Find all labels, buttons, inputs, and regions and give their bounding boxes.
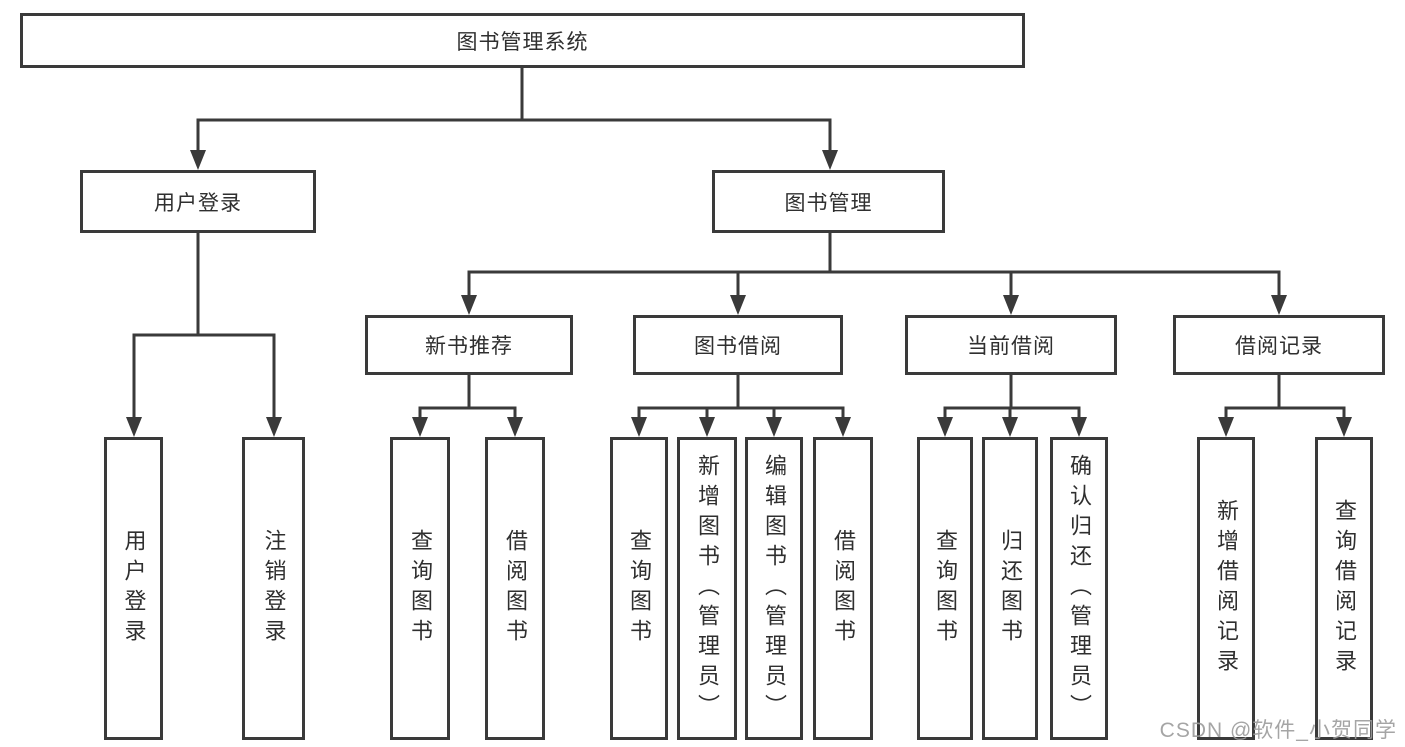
leaf-user-login: 用户登录 bbox=[104, 437, 163, 740]
leaf-logout: 注销登录 bbox=[242, 437, 305, 740]
leaf-borrow-books-recommend: 借阅图书 bbox=[485, 437, 545, 740]
csdn-watermark: CSDN @软件_小贺同学 bbox=[1159, 719, 1397, 742]
leaf-query-books-current: 查询图书 bbox=[917, 437, 973, 740]
leaf-query-books-borrowing: 查询图书 bbox=[610, 437, 668, 740]
leaf-query-books-borrowing-label: 查询图书 bbox=[627, 528, 652, 649]
leaf-query-books-current-label: 查询图书 bbox=[933, 528, 958, 649]
leaf-logout-label: 注销登录 bbox=[261, 528, 287, 649]
leaf-add-books-admin-label: 新增图书（管理员） bbox=[695, 453, 720, 724]
node-current-borrowing: 当前借阅 bbox=[905, 315, 1117, 375]
leaf-add-books-admin: 新增图书（管理员） bbox=[677, 437, 737, 740]
leaf-query-borrow-record: 查询借阅记录 bbox=[1315, 437, 1373, 740]
leaf-borrow-books-recommend-label: 借阅图书 bbox=[503, 528, 528, 649]
node-new-book-recommend: 新书推荐 bbox=[365, 315, 573, 375]
leaf-confirm-return-admin: 确认归还（管理员） bbox=[1050, 437, 1108, 740]
leaf-query-books-recommend-label: 查询图书 bbox=[408, 528, 433, 649]
leaf-return-books-label: 归还图书 bbox=[998, 528, 1023, 649]
node-borrow-records: 借阅记录 bbox=[1173, 315, 1385, 375]
leaf-query-books-recommend: 查询图书 bbox=[390, 437, 450, 740]
leaf-query-borrow-record-label: 查询借阅记录 bbox=[1332, 498, 1357, 679]
node-book-management: 图书管理 bbox=[712, 170, 945, 233]
leaf-return-books: 归还图书 bbox=[982, 437, 1038, 740]
leaf-add-borrow-record: 新增借阅记录 bbox=[1197, 437, 1255, 740]
arrowheads bbox=[126, 150, 1352, 437]
leaf-confirm-return-admin-label: 确认归还（管理员） bbox=[1067, 453, 1092, 724]
leaf-user-login-label: 用户登录 bbox=[121, 528, 147, 649]
leaf-edit-books-admin-label: 编辑图书（管理员） bbox=[762, 453, 787, 724]
leaf-borrow-books: 借阅图书 bbox=[813, 437, 873, 740]
node-user-login: 用户登录 bbox=[80, 170, 316, 233]
leaf-add-borrow-record-label: 新增借阅记录 bbox=[1214, 498, 1239, 679]
node-book-borrowing: 图书借阅 bbox=[633, 315, 843, 375]
leaf-borrow-books-label: 借阅图书 bbox=[831, 528, 856, 649]
node-root-library-system: 图书管理系统 bbox=[20, 13, 1025, 68]
leaf-edit-books-admin: 编辑图书（管理员） bbox=[745, 437, 803, 740]
